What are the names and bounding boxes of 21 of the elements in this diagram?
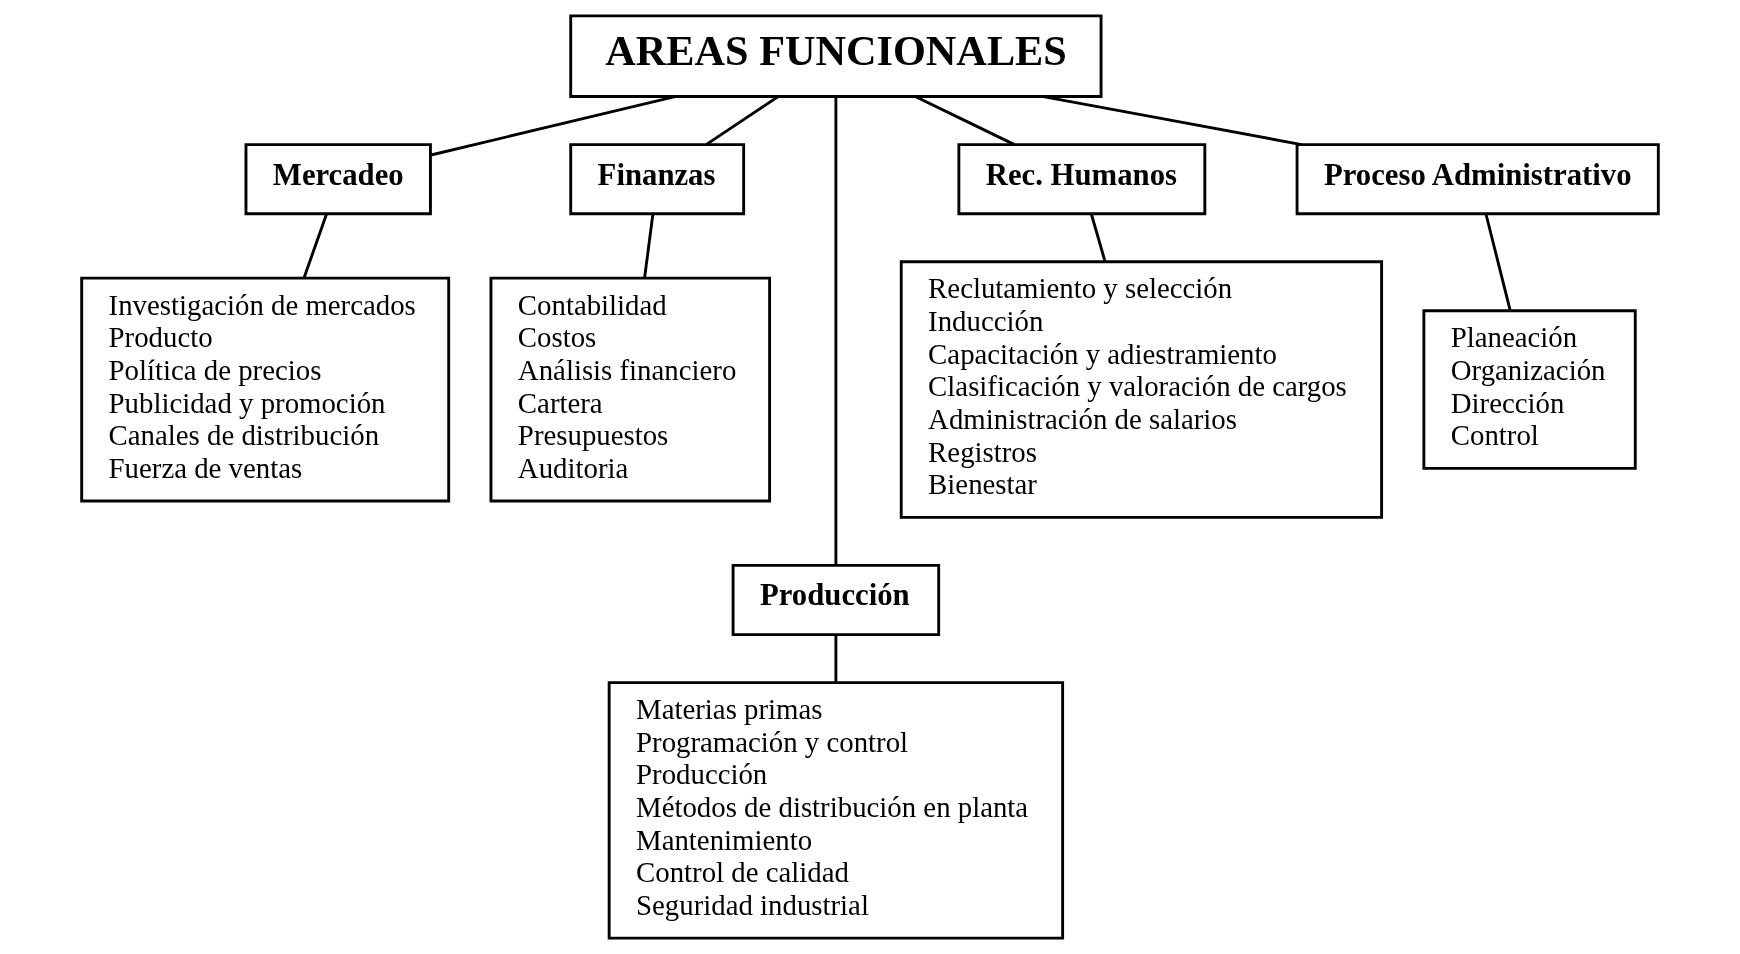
connector (915, 95, 1015, 146)
connector (643, 214, 655, 278)
connector (430, 95, 676, 157)
node-box: Contabilidad Costos Análisis financiero Cartera Presupuestos Auditoria (489, 276, 772, 503)
node-box: Planeación Organización Dirección Control (1422, 309, 1637, 470)
node-box: Mercadeo (244, 143, 432, 216)
connector (1090, 213, 1107, 262)
node-box: AREAS FUNCIONALES (569, 14, 1103, 98)
connector (302, 213, 328, 279)
node-box: Producción (731, 563, 941, 636)
connector (834, 635, 838, 683)
connector (705, 95, 779, 146)
node-box: Materias primas Programación y control Producción Métodos de distribución en planta Mantenimiento Control de calidad Seguridad industrial (607, 681, 1065, 940)
connector (1484, 213, 1512, 311)
connector (1043, 95, 1302, 146)
node-box: Investigación de mercados Producto Política de precios Publicidad y promoción Canales de distribución Fuerza de ventas (80, 276, 451, 503)
node-box: Proceso Administrativo (1295, 143, 1660, 216)
node-box: Finanzas (569, 143, 746, 216)
connector (834, 97, 838, 566)
node-box: Reclutamiento y selección Inducción Capacitación y adiestramiento Clasificación y valoración de cargos Administración de salarios Registros Bienestar (899, 260, 1384, 519)
node-box: Rec. Humanos (957, 143, 1207, 216)
